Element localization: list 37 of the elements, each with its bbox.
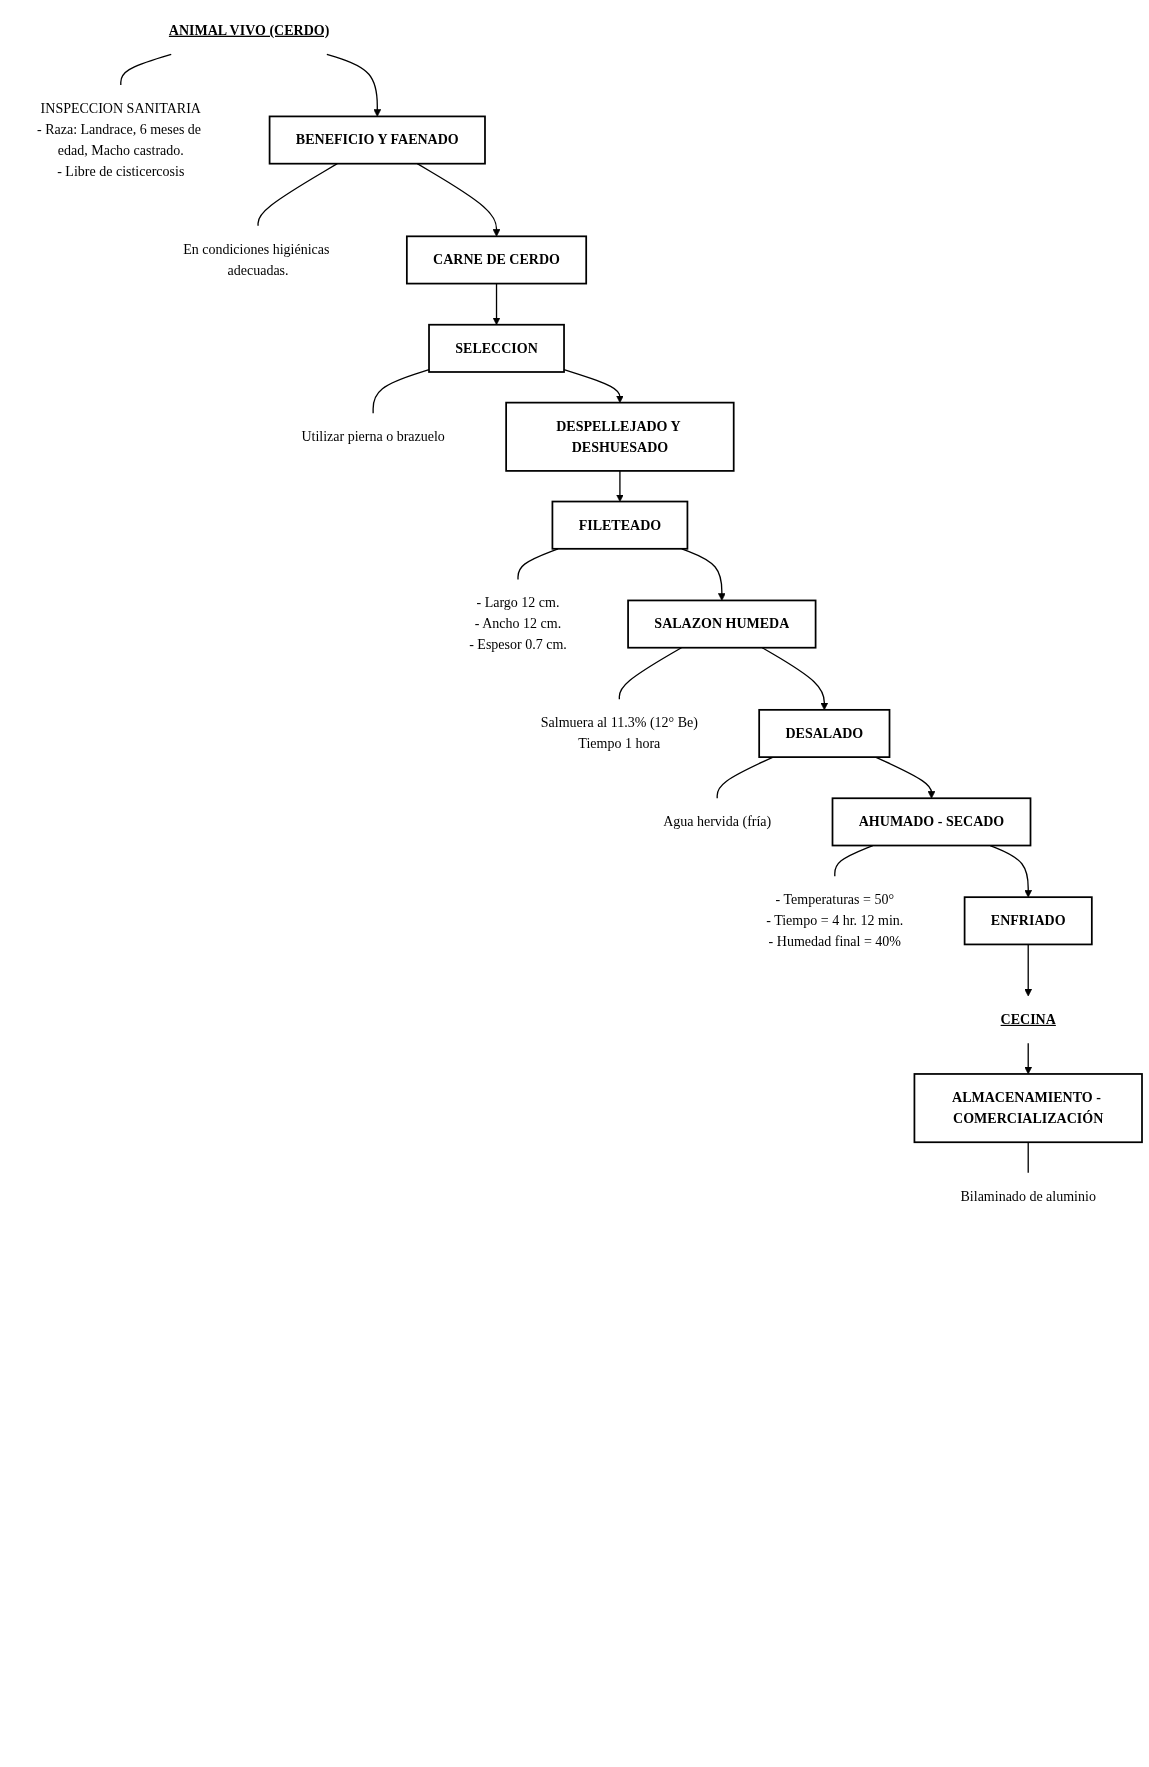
node-box: ALMACENAMIENTO - COMERCIALIZACIÓN [913, 1073, 1143, 1144]
node-box: DESALADO [758, 708, 891, 758]
node-text: ANIMAL VIVO (CERDO) [168, 22, 330, 38]
node-text: - Temperaturas = 50° - Tiempo = 4 hr. 12 min. - Humedad final = 40% [766, 891, 904, 949]
node-box: SELECCION [428, 323, 565, 373]
node-text: INSPECCION SANITARIA - Raza: Landrace, 6 meses de edad, Macho castrado. - Libre de cisticercosis [37, 100, 202, 179]
node-box: FILETEADO [551, 500, 689, 550]
connector [1027, 1141, 1029, 1174]
arrow [989, 844, 1033, 898]
arrow [326, 53, 382, 117]
arrow [563, 369, 624, 403]
connector [120, 53, 172, 86]
arrow [1024, 943, 1033, 997]
connector [372, 369, 430, 414]
node-text: Salmuera al 11.3% (12° Be) Tiempo 1 hora [540, 715, 698, 751]
node-box: CARNE DE CERDO [405, 235, 588, 285]
connector [257, 163, 338, 227]
node-box: DESPELLEJADO Y DESHUESADO [505, 401, 735, 472]
connector [618, 647, 683, 700]
node-box: ENFRIADO [963, 896, 1093, 946]
node-box: BENEFICIO Y FAENADO [268, 115, 486, 165]
arrow [761, 647, 829, 711]
node-text: Utilizar pierna o brazuelo [301, 428, 445, 444]
node-text: En condiciones higiénicas adecuadas. [183, 241, 330, 278]
arrow [416, 163, 501, 237]
node-text: - Largo 12 cm. - Ancho 12 cm. - Espesor 0.7 cm. [469, 595, 567, 653]
arrow [1024, 1042, 1033, 1075]
node-text: Agua hervida (fría) [663, 814, 772, 829]
arrow [681, 548, 726, 601]
node-text: Bilaminado de aluminio [960, 1188, 1096, 1204]
node-box: AHUMADO - SECADO [831, 797, 1032, 847]
connector [834, 844, 874, 877]
connector [716, 756, 774, 799]
node-box: SALAZON HUMEDA [627, 599, 817, 649]
node-text: CECINA [1000, 1011, 1056, 1027]
arrow [616, 470, 624, 502]
arrow [492, 282, 501, 326]
